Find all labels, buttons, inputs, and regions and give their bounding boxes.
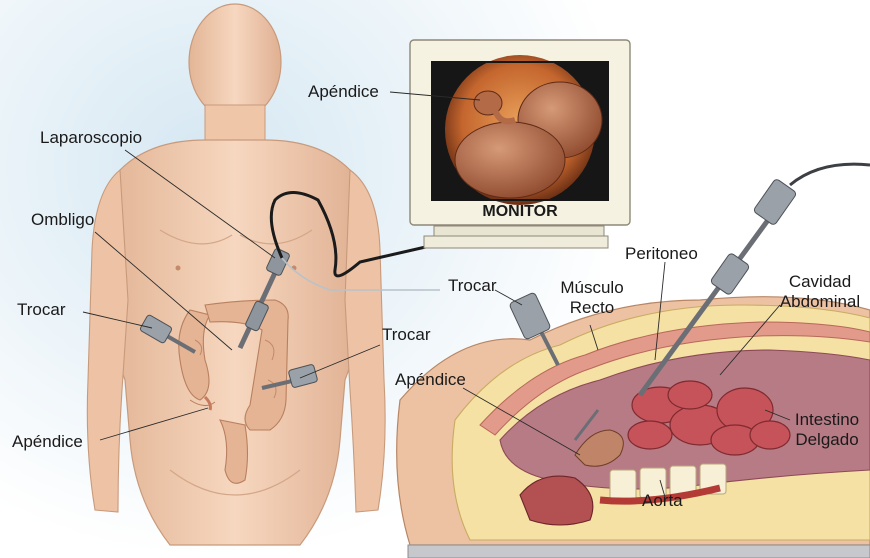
label-intestino-delgado: Intestino Delgado: [782, 410, 870, 450]
label-trocar-middle: Trocar: [382, 325, 431, 345]
label-cavidad-abdominal: Cavidad Abdominal: [770, 272, 870, 312]
label-apendice-monitor: Apéndice: [308, 82, 379, 102]
label-apendice-bottom: Apéndice: [12, 432, 83, 452]
label-apendice-section: Apéndice: [395, 370, 466, 390]
label-peritoneo: Peritoneo: [625, 244, 698, 264]
label-ombligo: Ombligo: [31, 210, 94, 230]
label-trocar-left: Trocar: [17, 300, 66, 320]
label-laparoscopio: Laparoscopio: [40, 128, 142, 148]
monitor-label: MONITOR: [435, 203, 605, 221]
label-aorta: Aorta: [642, 491, 683, 511]
label-trocar-right: Trocar: [448, 276, 497, 296]
label-musculo-recto: Músculo Recto: [552, 278, 632, 318]
